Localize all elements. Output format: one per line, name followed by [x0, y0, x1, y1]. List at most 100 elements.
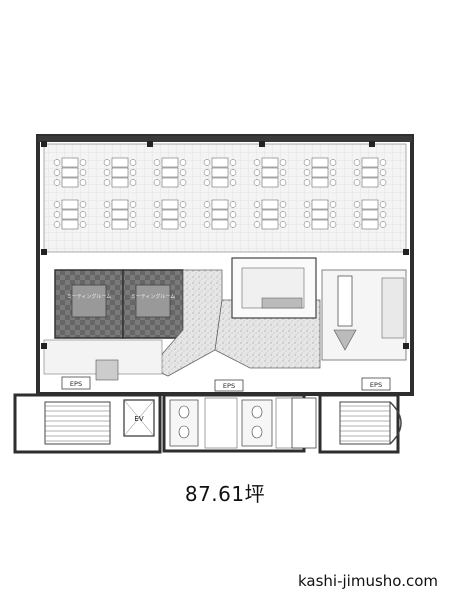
eps-center: EPS — [214, 379, 244, 392]
chair — [229, 221, 237, 228]
chair — [203, 201, 211, 208]
desk — [61, 219, 79, 230]
chair — [253, 159, 261, 166]
chair — [129, 221, 137, 228]
chair — [303, 201, 311, 208]
chair — [79, 201, 87, 208]
desk — [361, 219, 379, 230]
chair — [79, 221, 87, 228]
desk — [261, 177, 279, 188]
desk — [361, 199, 379, 210]
chair — [253, 179, 261, 186]
chair — [129, 159, 137, 166]
chair — [379, 201, 387, 208]
chair — [379, 159, 387, 166]
chair — [79, 159, 87, 166]
column — [41, 141, 47, 147]
chair — [329, 169, 337, 176]
eps-right: EPS — [361, 377, 391, 391]
chair — [203, 179, 211, 186]
chair — [153, 221, 161, 228]
chair — [353, 179, 361, 186]
chair — [103, 201, 111, 208]
chair — [353, 169, 361, 176]
chair — [329, 179, 337, 186]
chair — [179, 169, 187, 176]
chair — [203, 211, 211, 218]
toilet-icon — [178, 425, 190, 439]
desk-clusters — [53, 157, 387, 230]
desk — [111, 199, 129, 210]
stair-treads — [45, 405, 390, 442]
chair — [353, 211, 361, 218]
column — [403, 343, 409, 349]
desk — [111, 177, 129, 188]
chair — [179, 201, 187, 208]
toilet-icon — [251, 405, 263, 419]
desk — [261, 157, 279, 168]
chair — [303, 159, 311, 166]
desk — [211, 219, 229, 230]
chair — [253, 211, 261, 218]
chair — [53, 201, 61, 208]
floor-plan: ミーティングルーム ミーティングルーム EPS EPS EPS — [13, 134, 414, 454]
column — [369, 141, 375, 147]
site-url: kashi-jimusho.com — [297, 572, 438, 590]
chair — [129, 201, 137, 208]
chair — [229, 159, 237, 166]
chair — [203, 221, 211, 228]
stairs-left — [44, 401, 111, 445]
chair — [79, 211, 87, 218]
desk — [311, 177, 329, 188]
chair — [279, 159, 287, 166]
desk — [361, 167, 379, 178]
desk — [211, 157, 229, 168]
chair — [153, 211, 161, 218]
chair — [329, 201, 337, 208]
chair — [329, 159, 337, 166]
chair — [379, 169, 387, 176]
desk — [161, 219, 179, 230]
chair — [203, 159, 211, 166]
chair — [229, 211, 237, 218]
chair — [179, 211, 187, 218]
desk — [211, 209, 229, 220]
meeting-room-right: ミーティングルーム — [122, 269, 184, 339]
desk — [61, 167, 79, 178]
chair — [153, 201, 161, 208]
meeting-room-right-label: ミーティングルーム — [131, 293, 176, 300]
chair — [129, 169, 137, 176]
chair — [253, 201, 261, 208]
chair — [103, 179, 111, 186]
chair — [179, 179, 187, 186]
desk — [261, 167, 279, 178]
right-lounge — [321, 269, 407, 361]
desk — [111, 167, 129, 178]
desk — [261, 219, 279, 230]
column — [403, 249, 409, 255]
chair — [303, 179, 311, 186]
desk — [361, 177, 379, 188]
chair — [103, 169, 111, 176]
chair — [279, 179, 287, 186]
chair — [329, 211, 337, 218]
chair — [303, 211, 311, 218]
toilet-icon — [251, 425, 263, 439]
chair — [103, 159, 111, 166]
chair — [303, 169, 311, 176]
stairs-right — [339, 401, 402, 445]
chair — [279, 169, 287, 176]
desk — [261, 209, 279, 220]
desk — [361, 209, 379, 220]
chair — [179, 159, 187, 166]
desk — [161, 167, 179, 178]
chair — [279, 221, 287, 228]
chair — [379, 179, 387, 186]
chair — [79, 169, 87, 176]
desk — [61, 209, 79, 220]
chair — [203, 169, 211, 176]
desk — [161, 199, 179, 210]
column — [41, 343, 47, 349]
eps-left: EPS — [61, 376, 91, 390]
chair — [379, 221, 387, 228]
